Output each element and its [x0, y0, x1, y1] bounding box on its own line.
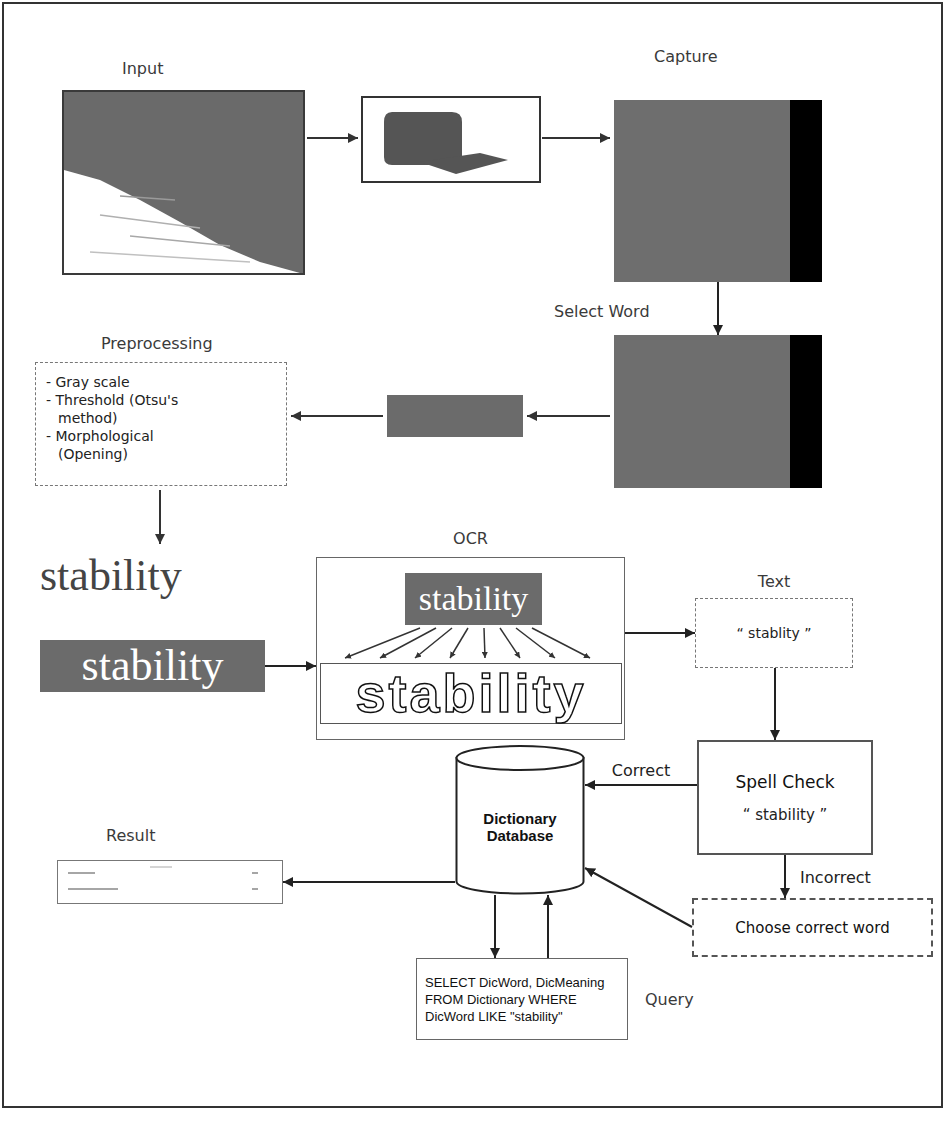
preprocessing-box: Preprocessing- Gray scale- Threshold (Ot…: [35, 362, 287, 486]
input-photo-light: [64, 170, 300, 273]
segment-arrow: [415, 628, 452, 658]
cylinder-body: [457, 757, 584, 894]
flow-arrow: [542, 137, 610, 139]
heading: Preprocessing: [101, 334, 213, 353]
computer-monitor: [384, 112, 462, 165]
query-box: SELECT DicWord, DicMeaning FROM Dictiona…: [416, 958, 628, 1040]
heading: Input: [122, 59, 163, 78]
capture-image: [614, 100, 822, 282]
node-text: - Morphological (Opening): [46, 427, 196, 463]
flow-arrow: [283, 881, 455, 883]
photo-streak: [100, 215, 200, 228]
flow-arrow: [784, 855, 786, 898]
node-text: stability: [82, 644, 224, 688]
node-text: Dictionary Database: [470, 796, 570, 844]
heading: OCR: [453, 529, 488, 548]
segment-arrow: [500, 628, 520, 658]
result-mark: [68, 888, 118, 890]
flow-arrow: [265, 665, 316, 667]
word-image-box: stability: [40, 640, 265, 692]
node-text: - Threshold (Otsu's method): [46, 391, 196, 427]
heading: Text: [758, 572, 790, 591]
result-box: Result: [57, 860, 283, 904]
word-text: stability: [40, 552, 182, 600]
edge-label: Incorrect: [797, 867, 874, 886]
heading: Result: [106, 826, 155, 845]
input-photo: [62, 90, 305, 275]
segment-arrow: [484, 628, 485, 658]
node-text: - Gray scale: [46, 373, 196, 391]
node-text: stability: [419, 582, 529, 616]
flow-arrow: [585, 868, 692, 927]
node-text: “ stablity ”: [736, 625, 811, 641]
segment-arrow: [532, 628, 590, 658]
heading: Capture: [654, 47, 718, 66]
flow-arrow: [527, 415, 610, 417]
select-word-image: Select Word: [614, 335, 822, 488]
photo-streak: [90, 252, 250, 262]
word-image-box: stability: [405, 573, 542, 625]
select-image: [614, 335, 822, 488]
flow-arrow: [291, 415, 383, 417]
page-frame: [3, 3, 942, 1107]
node-text: Spell Check: [735, 772, 834, 792]
spell-check-box: Spell Check “ stability ”: [697, 740, 873, 855]
segment-arrow: [380, 628, 436, 658]
computer-frame: [362, 97, 540, 182]
photo-streak: [130, 236, 230, 246]
edge-label: Correct: [609, 761, 673, 780]
flow-arrow: [585, 784, 697, 786]
flow-arrow: [494, 895, 496, 958]
node-text: Choose correct word: [735, 919, 889, 937]
flow-arrow: [625, 632, 695, 634]
flow-arrow: [307, 137, 358, 139]
segmented-word: stability: [320, 663, 622, 724]
heading: Select Word: [554, 302, 650, 321]
select-image-edge: [790, 335, 822, 488]
capture-image: Capture: [614, 100, 822, 282]
result-mark: [150, 867, 172, 868]
capture-image-edge: [790, 100, 822, 282]
heading: Query: [645, 990, 694, 1009]
flow-arrow: [774, 668, 776, 740]
choose-word-box: Choose correct word: [692, 898, 933, 957]
segment-arrow: [450, 628, 468, 658]
flow-arrow: [547, 895, 549, 958]
text-box: Text“ stablity ”: [695, 598, 853, 668]
flow-arrow: [717, 282, 719, 335]
photo-streak: [120, 196, 175, 200]
cropped-word: [387, 395, 523, 437]
flow-arrow: [159, 490, 161, 544]
node-text: SELECT DicWord, DicMeaning FROM Dictiona…: [425, 974, 619, 1025]
result-mark: [68, 872, 95, 874]
result-mark: [252, 888, 258, 890]
cylinder-top: [457, 746, 584, 770]
segment-arrow: [516, 628, 555, 658]
result-mark: [252, 872, 258, 874]
computer-keyboard: [420, 153, 508, 174]
input-image: Input: [62, 90, 305, 275]
node-text: “ stability ”: [743, 806, 828, 824]
database-cylinder: Dictionary Database: [455, 745, 585, 895]
